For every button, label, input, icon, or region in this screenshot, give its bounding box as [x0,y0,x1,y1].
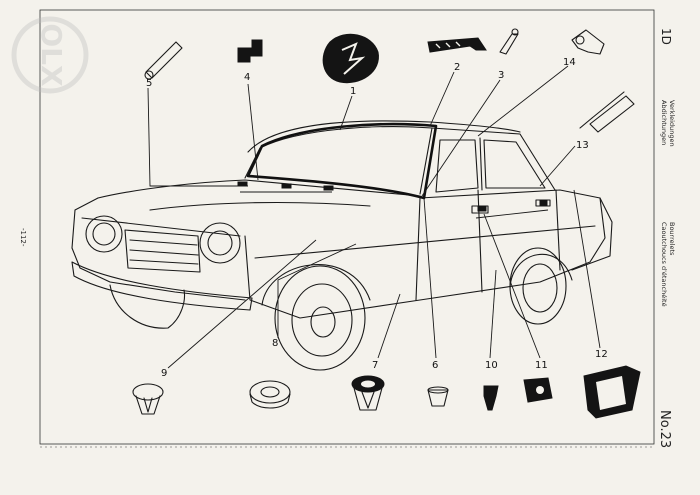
part-10-clip [483,385,499,411]
callout-3: 3 [498,70,504,81]
part-4-clip [237,39,263,63]
part-8-ring [249,380,291,409]
watermark-logo: OLX [11,16,89,94]
part-7-grommet [351,375,385,411]
callout-9: 9 [161,368,167,379]
german-title-1: Abdichtungen [660,100,668,145]
callout-4: 4 [244,72,250,83]
callout-1: 1 [350,86,356,97]
french-title-1: Caoutchoucs d'étanchéité [660,222,668,307]
plate-number: No.23 [657,410,672,448]
callout-10: 10 [485,360,498,371]
page-border [39,9,655,445]
callout-14: 14 [563,57,576,68]
part-11-pad [523,377,553,403]
part-12-gasket [583,365,641,419]
german-title-2: Verkleidungen [668,100,676,147]
callout-11: 11 [535,360,548,371]
part-13-channel [579,91,635,133]
part-2-seal-strip [427,37,487,53]
callout-8: 8 [272,338,278,349]
section-code: 1D [659,28,673,45]
french-title-2: Bourrelets [668,222,676,256]
part-5-tube [144,41,183,80]
page-number: -112- [19,228,27,247]
car-illustration [71,120,613,371]
callout-13: 13 [576,140,589,151]
callout-2: 2 [454,62,460,73]
part-9-grommet [132,383,164,415]
part-14-bracket [571,29,605,55]
callout-5: 5 [146,78,152,89]
leader-lines [147,65,601,369]
callout-labels: 5 4 1 2 3 14 13 12 11 10 6 7 8 9 [146,57,608,379]
part-6-plug [427,386,449,407]
callout-12: 12 [595,349,608,360]
callout-6: 6 [432,360,438,371]
watermark-text: OLX [35,23,68,87]
part-3-pin [499,28,519,55]
callout-7: 7 [372,360,378,371]
part-1-seal-section [322,33,379,84]
